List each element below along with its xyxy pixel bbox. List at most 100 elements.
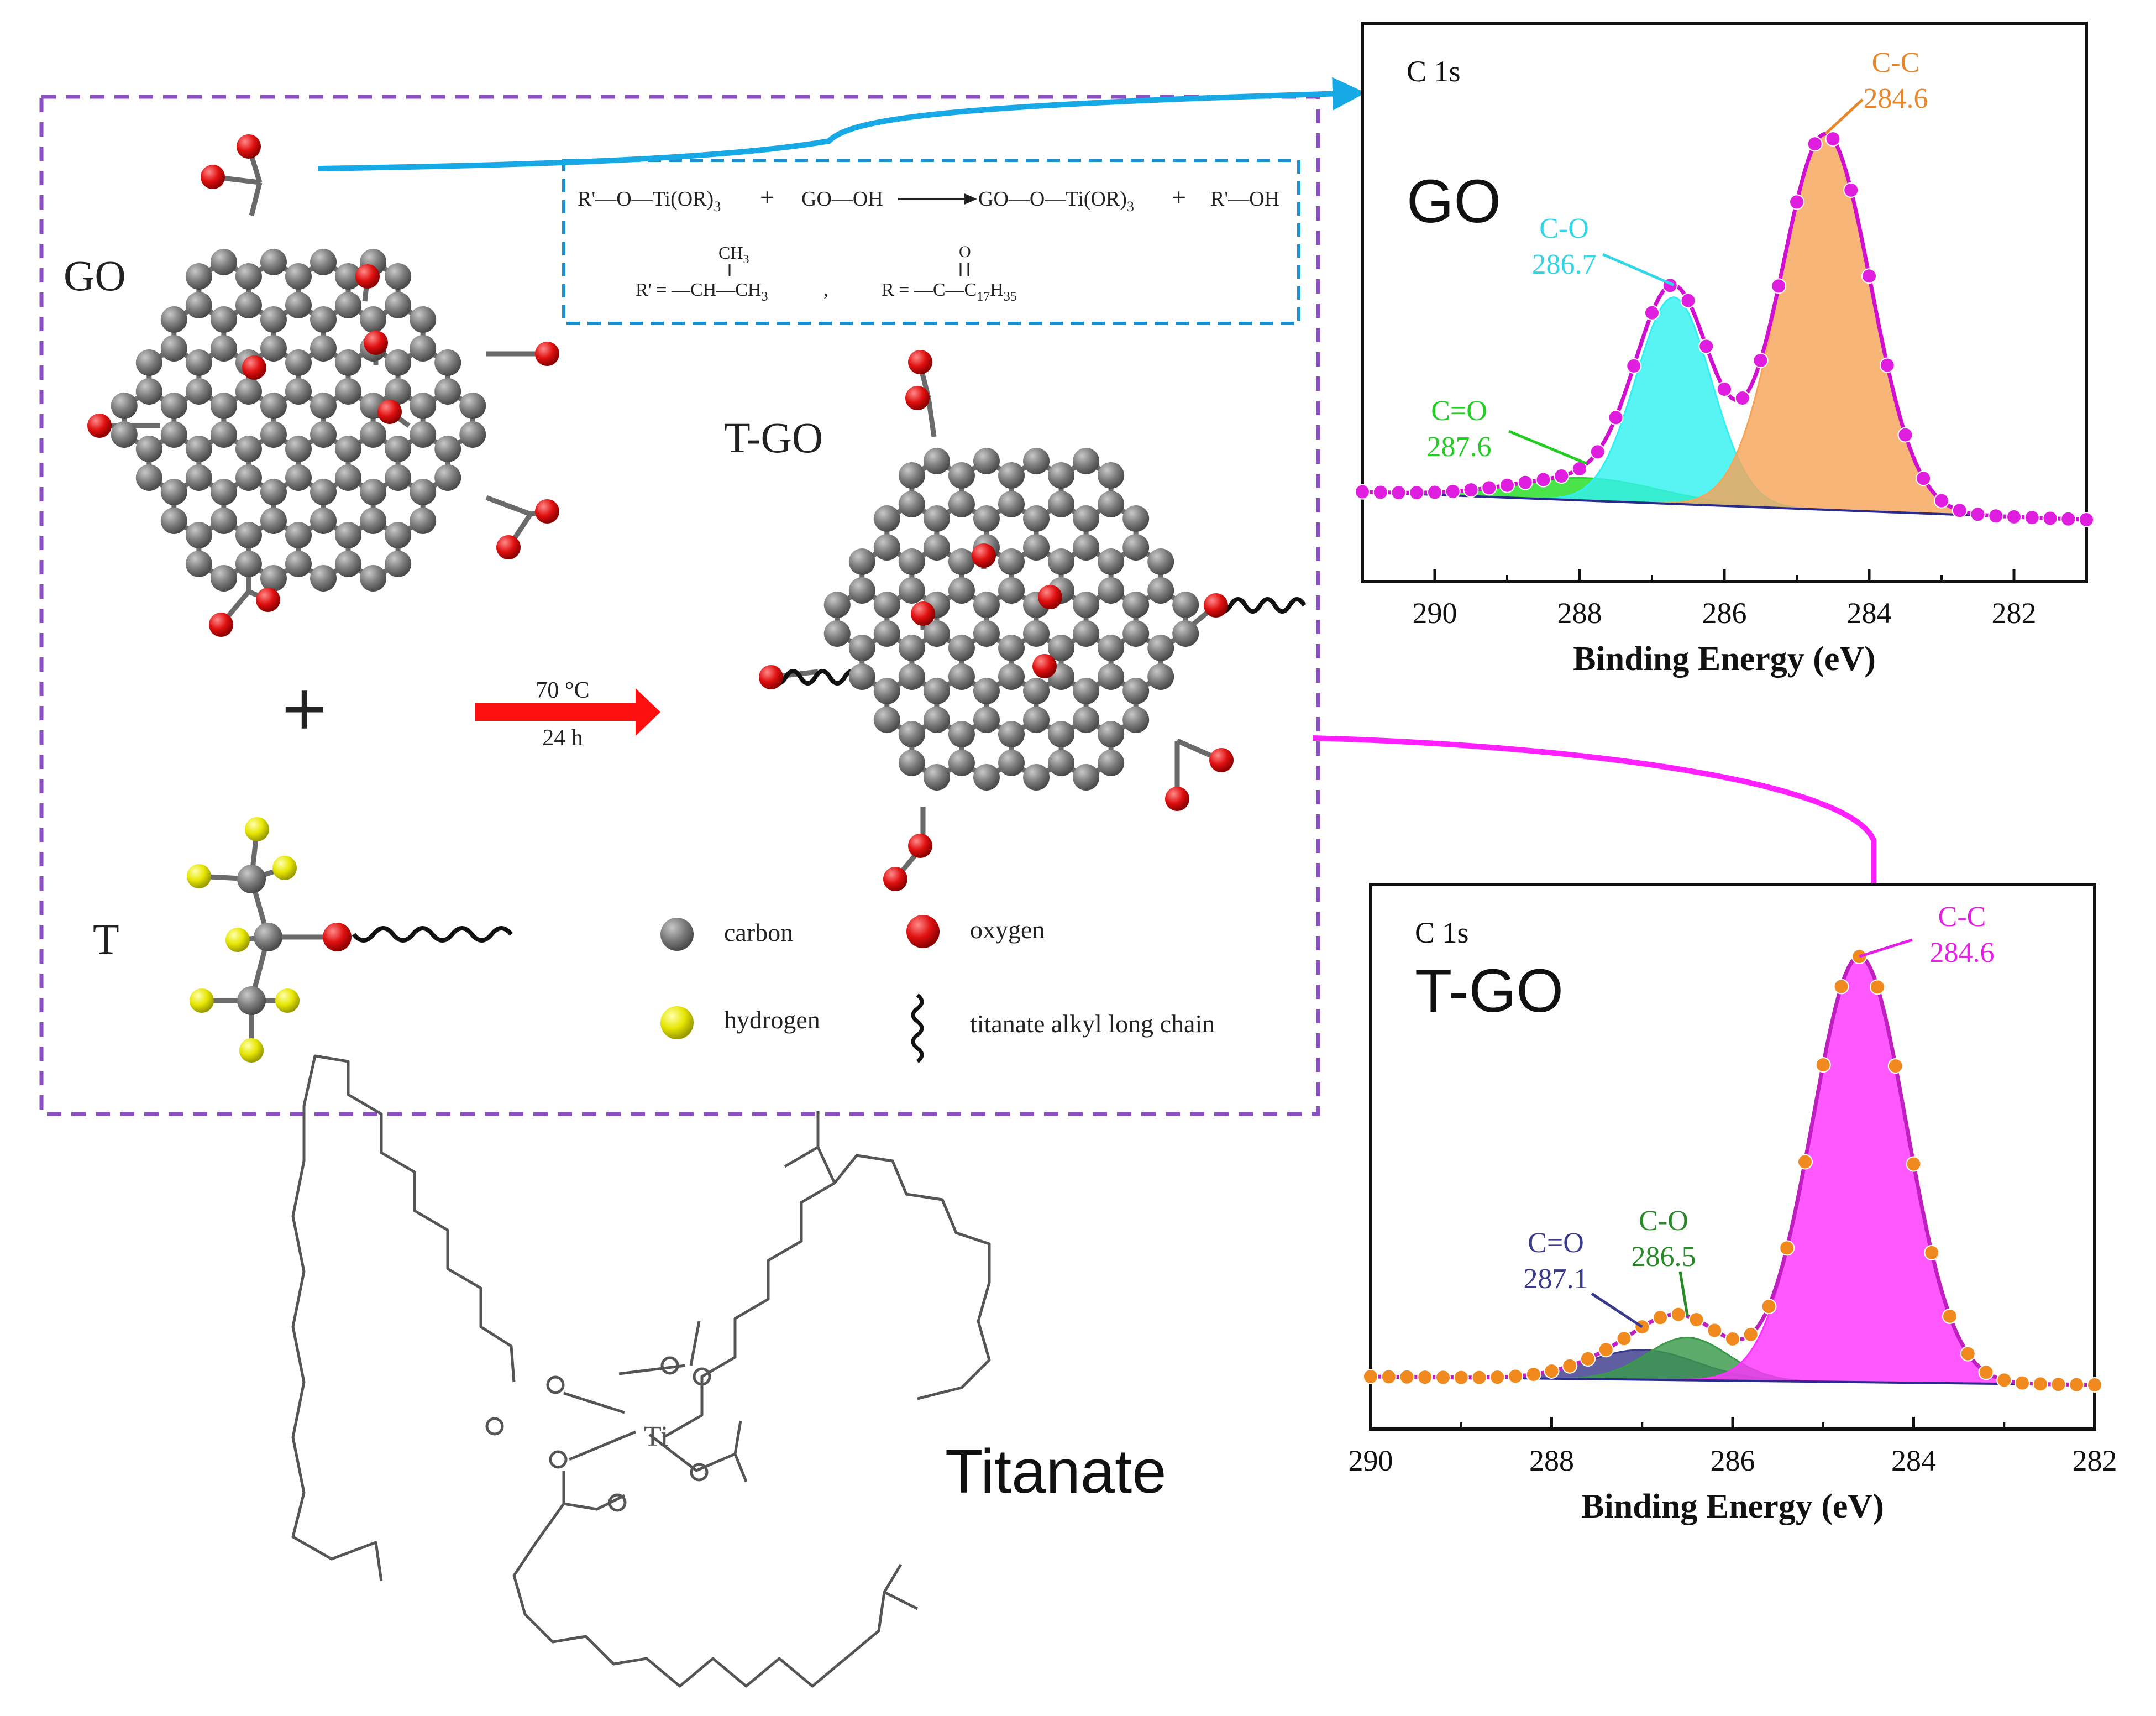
- data-point: [1445, 483, 1461, 499]
- svg-text:+: +: [760, 183, 774, 211]
- data-point: [1381, 1369, 1397, 1385]
- carbon-atom: [135, 436, 162, 462]
- data-point: [1942, 1308, 1958, 1324]
- legend-chain-label: titanate alkyl long chain: [970, 1009, 1215, 1038]
- carbon-atom: [1122, 592, 1150, 618]
- peak-position-label: 284.6: [1930, 937, 1995, 969]
- titanate-label: Titanate: [945, 1437, 1167, 1506]
- data-point: [1355, 484, 1370, 500]
- condition-temperature: 70 °C: [536, 678, 589, 703]
- carbon-atom: [235, 378, 262, 405]
- data-point: [1471, 1369, 1487, 1385]
- carbon-atom: [1147, 663, 1174, 690]
- carbon-atom: [254, 923, 282, 951]
- x-tick-label: 284: [1847, 597, 1892, 630]
- t-molecule: [187, 817, 513, 1063]
- carbon-atom: [410, 393, 437, 419]
- oxygen-atom: [87, 414, 112, 438]
- carbon-atom: [898, 491, 925, 517]
- carbon-atom: [434, 436, 461, 462]
- oxygen-atom: [905, 386, 930, 410]
- carbon-atom: [1073, 707, 1100, 733]
- carbon-atom: [434, 464, 461, 491]
- carbon-atom: [285, 292, 312, 318]
- hydrogen-atom: [187, 864, 211, 888]
- bond: [485, 495, 532, 517]
- data-point: [1789, 194, 1804, 210]
- carbon-atom: [1023, 707, 1050, 733]
- carbon-atom: [185, 292, 212, 318]
- carbon-atom: [410, 421, 437, 448]
- data-point: [1363, 1368, 1378, 1384]
- legend-carbon-swatch: [660, 918, 694, 951]
- carbon-atom: [385, 522, 412, 548]
- carbon-atom: [385, 378, 412, 405]
- carbon-atom: [260, 249, 287, 275]
- carbon-atom: [998, 491, 1025, 517]
- carbon-atom: [948, 577, 975, 604]
- carbon-atom: [160, 393, 187, 419]
- carbon-atom: [360, 306, 387, 333]
- carbon-atom: [260, 508, 287, 534]
- data-point: [2050, 1377, 2066, 1393]
- carbon-atom: [873, 534, 900, 561]
- carbon-atom: [237, 865, 266, 893]
- oxygen-atom: [377, 400, 402, 424]
- legend-chain-swatch: [911, 993, 924, 1063]
- carbon-atom: [185, 349, 212, 376]
- data-point: [1779, 1240, 1795, 1256]
- spectrum-subtitle: C 1s: [1407, 55, 1461, 88]
- carbon-atom: [285, 378, 312, 405]
- oxygen-atom: [496, 535, 521, 559]
- data-point: [1399, 1369, 1415, 1385]
- data-point: [1924, 1244, 1940, 1260]
- carbon-atom: [210, 306, 237, 333]
- carbon-atom: [335, 292, 362, 318]
- carbon-atom: [1048, 462, 1075, 489]
- data-point: [2024, 510, 2040, 526]
- spectrum-title: GO: [1407, 168, 1501, 236]
- data-point: [1590, 444, 1606, 460]
- carbon-atom: [335, 436, 362, 462]
- carbon-atom: [210, 335, 237, 362]
- data-point: [1988, 508, 2004, 524]
- carbon-atom: [410, 306, 437, 333]
- go-label: GO: [64, 252, 126, 300]
- peak-name-label: C-C: [1872, 47, 1920, 79]
- peak-leader-line: [1859, 938, 1913, 958]
- carbon-atom: [260, 421, 287, 448]
- data-point: [2069, 1377, 2085, 1393]
- data-point: [1670, 1306, 1686, 1322]
- carbon-atom: [998, 635, 1025, 661]
- carbon-atom: [285, 436, 312, 462]
- x-tick-label: 288: [1557, 597, 1602, 630]
- data-point: [1761, 1299, 1777, 1315]
- carbon-atom: [235, 464, 262, 491]
- carbon-atom: [310, 249, 337, 275]
- carbon-atom: [360, 508, 387, 534]
- carbon-atom: [1147, 635, 1174, 661]
- data-point: [1481, 480, 1497, 496]
- arrow-tgo-to-spectrum: [1312, 735, 1890, 943]
- x-tick-label: 282: [1992, 597, 2037, 630]
- carbon-atom: [848, 577, 875, 604]
- carbon-atom: [1122, 707, 1150, 733]
- carbon-atom: [335, 464, 362, 491]
- data-point: [1797, 1154, 1813, 1170]
- peak-position-label: 287.6: [1427, 431, 1492, 463]
- peak-position-label: 286.5: [1632, 1241, 1696, 1273]
- carbon-atom: [459, 421, 486, 448]
- data-point: [1870, 979, 1885, 995]
- carbon-atom: [235, 263, 262, 290]
- titanate-oxygen-4: [485, 1417, 504, 1436]
- carbon-atom: [998, 577, 1025, 604]
- carbon-atom: [998, 548, 1025, 575]
- titanate-oxygen-3: [546, 1375, 565, 1394]
- carbon-atom: [235, 551, 262, 577]
- carbon-atom: [848, 548, 875, 575]
- alkyl-chain: [352, 926, 513, 943]
- carbon-atom: [235, 522, 262, 548]
- carbon-atom: [210, 508, 237, 534]
- carbon-atom: [185, 464, 212, 491]
- svg-text:CH3: CH3: [718, 243, 749, 266]
